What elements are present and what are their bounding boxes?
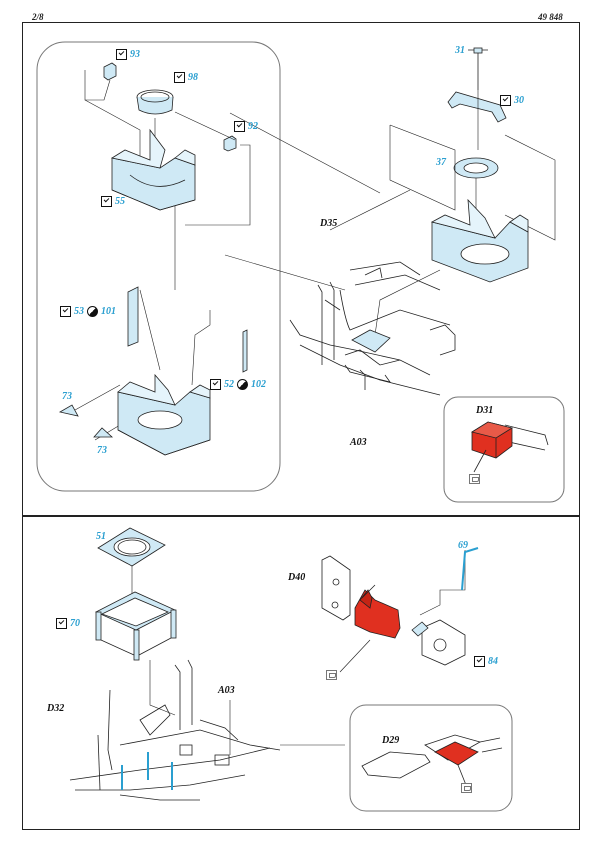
callout-98-label: 98	[188, 72, 198, 83]
housing-top-right	[430, 198, 529, 283]
part-84	[411, 619, 466, 666]
hull-frame-drawing-bottom	[69, 659, 281, 801]
blue-rods	[121, 752, 173, 790]
bottom-section-frame	[22, 515, 580, 830]
callout-93-label: 93	[130, 49, 140, 60]
fold-check-icon	[101, 196, 112, 208]
fold-check-icon	[474, 656, 485, 668]
part-30	[447, 91, 507, 123]
fold-check-icon	[56, 618, 67, 630]
callout-53-101: 53 101	[60, 306, 116, 318]
callout-31: 31	[455, 45, 465, 56]
paint-icon	[87, 306, 98, 318]
part-98	[136, 89, 174, 115]
paint-icon	[237, 379, 248, 391]
glue-icon	[469, 474, 480, 484]
callout-53-label: 53	[74, 306, 84, 317]
page-number: 2/8	[32, 12, 44, 22]
fold-check-icon	[116, 49, 127, 61]
part-d40	[321, 555, 401, 639]
callout-101-label: 101	[101, 306, 116, 317]
callout-70-label: 70	[70, 618, 80, 629]
callout-d31: D31	[476, 405, 494, 416]
part-55-assembled	[117, 373, 211, 456]
fold-check-icon	[500, 95, 511, 107]
callout-69: 69	[458, 540, 468, 551]
part-69	[461, 547, 479, 591]
glue-icon	[461, 783, 472, 793]
inset-box-d31	[443, 396, 565, 503]
part-d31	[470, 421, 549, 473]
callout-98: 98	[174, 72, 198, 84]
part-92	[223, 135, 237, 152]
callout-d40: D40	[288, 572, 306, 583]
callout-84: 84	[474, 656, 498, 668]
callout-a03-bottom: A03	[218, 685, 235, 696]
part-70	[95, 591, 177, 661]
glue-icon	[326, 670, 337, 680]
top-section-frame	[22, 22, 580, 517]
callout-a03-top: A03	[350, 437, 367, 448]
callout-73-b: 73	[97, 445, 107, 456]
part-93	[103, 62, 117, 81]
callout-30-label: 30	[514, 95, 524, 106]
inset-box-d29	[349, 704, 513, 812]
callout-92: 92	[234, 121, 258, 133]
callout-51: 51	[96, 531, 106, 542]
callout-73-a: 73	[62, 391, 72, 402]
fold-check-icon	[234, 121, 245, 133]
product-number: 49 848	[538, 12, 563, 22]
part-d29	[361, 734, 503, 786]
part-55	[110, 128, 196, 211]
callout-93: 93	[116, 49, 140, 61]
part-31	[468, 47, 488, 90]
callout-52-102: 52 102	[210, 379, 266, 391]
callout-84-label: 84	[488, 656, 498, 667]
part-102	[242, 329, 248, 373]
callout-70: 70	[56, 618, 80, 630]
callout-92-label: 92	[248, 121, 258, 132]
fold-check-icon	[60, 306, 71, 318]
callout-102-label: 102	[251, 379, 266, 390]
callout-37: 37	[436, 157, 446, 168]
callout-30: 30	[500, 95, 524, 107]
callout-55-label: 55	[115, 196, 125, 207]
callout-d35: D35	[320, 218, 338, 229]
callout-d32: D32	[47, 703, 65, 714]
part-73-a	[58, 404, 79, 417]
subassembly-box	[36, 41, 281, 492]
part-51	[97, 527, 166, 567]
callout-52-label: 52	[224, 379, 234, 390]
callout-55: 55	[101, 196, 125, 208]
hull-frame-drawing-top	[289, 261, 456, 396]
callout-d29: D29	[382, 735, 400, 746]
part-73-b	[93, 427, 114, 438]
part-101	[127, 286, 139, 347]
fold-check-icon	[210, 379, 221, 391]
part-37	[453, 157, 499, 179]
fold-check-icon	[174, 72, 185, 84]
